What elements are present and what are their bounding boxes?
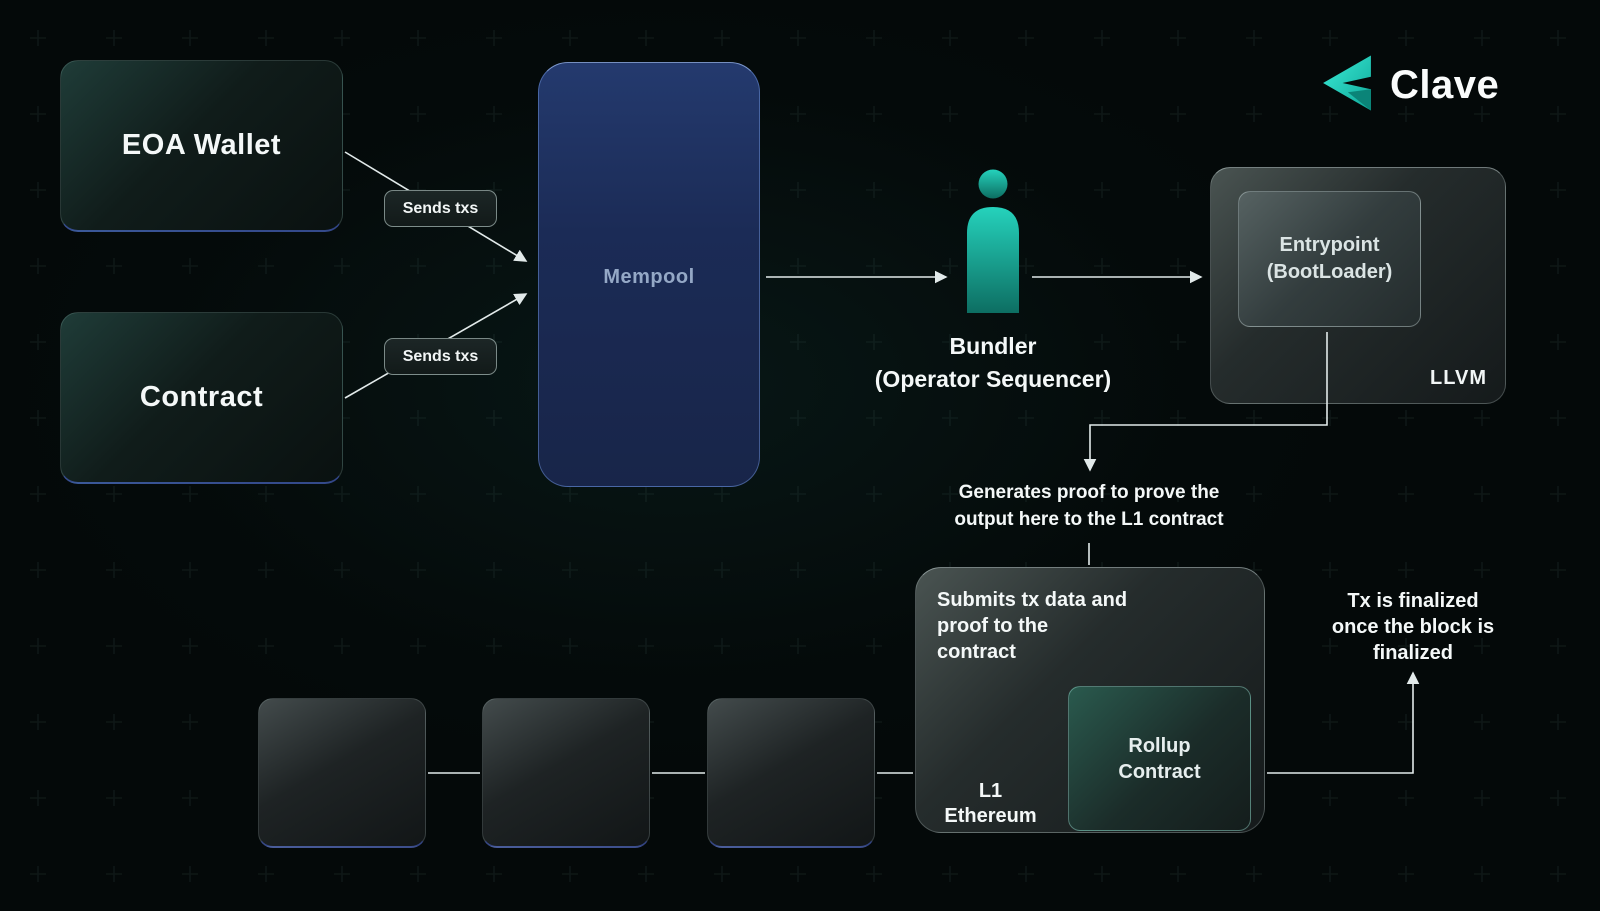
chain-block-1: [258, 698, 426, 848]
chain-block-2: [482, 698, 650, 848]
tx-finalized-annotation: Tx is finalized once the block is finali…: [1331, 590, 1495, 664]
llvm-node: Entrypoint (BootLoader) LLVM: [1210, 167, 1506, 404]
rollup-contract-node: Rollup Contract: [1068, 686, 1251, 831]
mempool-node: Mempool: [538, 62, 760, 487]
entrypoint-node: Entrypoint (BootLoader): [1238, 191, 1421, 327]
contract-label: Contract: [139, 381, 264, 413]
clave-logo-icon: [1316, 50, 1378, 121]
submits-tx-annotation: Submits tx data and proof to the contrac…: [937, 589, 1128, 663]
bundler-person-icon: [958, 168, 1028, 318]
eoa-wallet-label: EOA Wallet: [121, 129, 282, 161]
clave-logo: Clave: [1316, 50, 1499, 121]
clave-logo-text: Clave: [1390, 63, 1500, 107]
eoa-wallet-node: EOA Wallet: [60, 60, 343, 232]
contract-node: Contract: [60, 312, 343, 484]
chain-block-3: [707, 698, 875, 848]
bundler-label: Bundler: [949, 333, 1037, 359]
sends-txs-bottom-pill: Sends txs: [384, 338, 497, 375]
bundler-label-group: Bundler (Operator Sequencer): [860, 330, 1126, 395]
generates-proof-annotation: Generates proof to prove the output here…: [954, 482, 1224, 530]
l1-ethereum-label: L1 Ethereum: [944, 780, 1037, 827]
entrypoint-label: Entrypoint (BootLoader): [1266, 234, 1393, 283]
bundler-sublabel: (Operator Sequencer): [874, 366, 1112, 392]
llvm-label: LLVM: [1430, 367, 1487, 389]
rollup-contract-label: Rollup Contract: [1118, 734, 1201, 783]
mempool-label: Mempool: [603, 266, 695, 288]
sends-txs-top-pill: Sends txs: [384, 190, 497, 227]
